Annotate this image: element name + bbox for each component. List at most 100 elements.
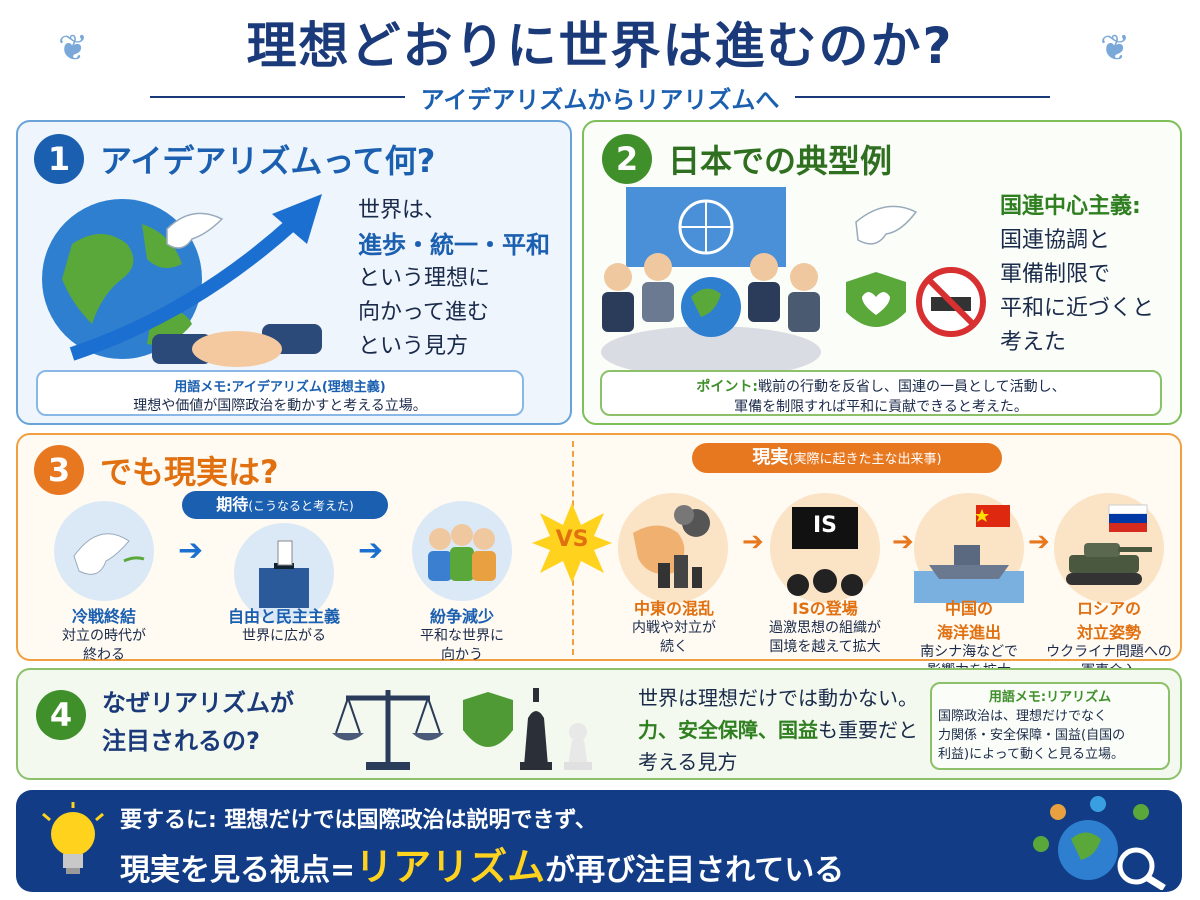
section-4-panel: 4 なぜリアリズムが 注目されるの? 世界は理想だけでは動かない。 力、安 (16, 668, 1182, 780)
section-1-term-note: 用語メモ:アイデアリズム(理想主義) 理想や価値が国際政治を動かすと考える立場。 (36, 370, 524, 416)
realism-symbols-illustration (332, 688, 592, 770)
chess-pieces-icon (520, 688, 592, 770)
s4-line-3: 考える見方 (638, 750, 738, 774)
section-2-point-note: ポイント:戦前の行動を反省し、国連の一員として活動し、 軍備を制限すれば平和に貢… (600, 370, 1162, 416)
item-5-desc-1: 過激思想の組織が (769, 620, 881, 636)
section-3-panel: 3 でも現実は? 期待(こうなると考えた) 現実(実際に起きた主な出来事) 冷戦… (16, 433, 1182, 679)
s1-line-3: という理想に (358, 266, 491, 291)
section-2-heading: 日本での典型例 (668, 142, 893, 180)
subtitle-bar: アイデアリズムからリアリズムへ (150, 80, 1050, 114)
handshake-icon (192, 331, 282, 367)
s4-note-line-2: 力関係・安全保障・国益(自国の (938, 728, 1126, 743)
summary-line-1: 要するに: 理想だけでは国際政治は説明できず、 (120, 808, 597, 833)
s2-line-5: 考えた (1000, 330, 1067, 355)
russia-tank-icon (1066, 504, 1152, 585)
ballot-box-icon (259, 540, 309, 608)
balance-scale-icon (332, 690, 444, 770)
item-4-desc-2: 続く (660, 639, 688, 655)
dove-olive-icon (73, 533, 145, 575)
s4-note-line-1: 国際政治は、理想だけでなく (938, 709, 1108, 724)
is-flag-crowd-icon (787, 507, 863, 596)
expectation-badge-sub: (こうなると考えた) (248, 499, 354, 513)
leaf-decoration-right-icon: ❦ (1100, 28, 1131, 69)
summary-realism-highlight: リアリズム (355, 845, 546, 889)
reality-arrow-3-icon: ➔ (1028, 527, 1050, 557)
item-1-title: 冷戦終結 (71, 607, 136, 626)
delegate-2-icon (644, 253, 672, 281)
china-warship-icon (914, 505, 1024, 603)
section-4-term-note: 用語メモ:リアリズム 国際政治は、理想だけでなく 力関係・安全保障・国益(自国の… (930, 682, 1170, 770)
section-1-heading: アイデアリズムって何? (100, 142, 436, 180)
global-network-magnifier-icon (1033, 796, 1166, 890)
expect-arrow-2-icon: ➔ (358, 533, 384, 568)
leaf-decoration-left-icon: ❦ (58, 28, 89, 69)
item-is: ISの登場 過激思想の組織が 国境を越えて拡大 (755, 595, 895, 657)
s1-note-text: 理想や価値が国際政治を動かすと考える立場。 (133, 398, 427, 414)
section-1-number: 1 (34, 134, 84, 184)
s1-line-5: という見方 (358, 334, 469, 359)
security-shield-icon (463, 692, 513, 747)
item-2-desc-1: 世界に広がる (242, 628, 326, 644)
s2-note-text-1: 戦前の行動を反省し、国連の一員として活動し、 (758, 379, 1066, 395)
s4-heading-1: なぜリアリズムが (102, 689, 294, 717)
section-4-number: 4 (36, 690, 86, 740)
middle-east-circle (618, 493, 728, 603)
dove-icon (166, 212, 224, 249)
item-5-title: ISの登場 (792, 599, 858, 618)
item-2-title: 自由と民主主義 (227, 607, 340, 626)
versus-label: VS (555, 527, 589, 552)
s4-line-1: 世界は理想だけでは動かない。 (638, 686, 918, 710)
s2-note-label: ポイント: (696, 379, 758, 395)
globe-dove-handshake-illustration (42, 194, 322, 367)
reality-badge-label: 現実 (752, 447, 789, 468)
reality-badge-sub: (実際に起きた主な出来事) (788, 452, 942, 467)
item-fewer-conflicts: 紛争減少 平和な世界に 向かう (392, 603, 532, 665)
section-3-heading: でも現実は? (100, 453, 279, 491)
delegate-1-icon (604, 263, 632, 291)
item-5-desc-2: 国境を越えて拡大 (769, 639, 881, 655)
reality-badge: 現実(実際に起きた主な出来事) (692, 443, 1002, 473)
s2-line-2: 国連協調と (1000, 228, 1111, 253)
summary-line-2c: が再び注目されている (545, 853, 845, 888)
middle-east-map-smoke-icon (633, 505, 710, 588)
page-subtitle: アイデアリズムからリアリズムへ (420, 85, 780, 114)
item-7-desc-1: ウクライナ問題への (1046, 644, 1172, 660)
item-7-title: ロシアの (1076, 599, 1141, 618)
delegate-4-icon (790, 263, 818, 291)
s1-line-2-highlight: 進歩・統一・平和 (358, 231, 550, 259)
lightbulb-icon (42, 802, 104, 874)
section-1-description: 世界は、 進歩・統一・平和 という理想に 向かって進む という見方 (358, 194, 550, 364)
expectation-badge: 期待(こうなると考えた) (182, 491, 388, 519)
china-circle (914, 493, 1024, 603)
item-1-desc-2: 終わる (83, 647, 125, 663)
s4-line-2-highlight: 力、安全保障、国益 (638, 718, 818, 742)
round-table-icon (601, 326, 821, 378)
s2-note-text-2: 軍備を制限すれば平和に貢献できると考えた。 (734, 399, 1028, 415)
is-flag-label: IS (812, 513, 838, 538)
s4-line-2-rest: も重要だと (818, 718, 918, 742)
subtitle-line-right (795, 96, 1050, 98)
delegate-3-icon (750, 253, 778, 281)
item-6-title-2: 海洋進出 (936, 623, 1001, 642)
summary-banner: 要するに: 理想だけでは国際政治は説明できず、 現実を見る視点=リアリズムが再び… (16, 790, 1182, 892)
fewer-conflicts-circle (412, 501, 512, 601)
democracy-circle (234, 523, 334, 623)
section-2-panel: 2 日本での典型例 国連中心主義: 国連協調と 軍備制限で 平和に近づくと 考え… (582, 120, 1182, 425)
item-cold-war-end: 冷戦終結 対立の時代が 終わる (34, 603, 174, 665)
rising-arrow-icon (69, 218, 297, 361)
section-4-description: 世界は理想だけでは動かない。 力、安全保障、国益も重要だと 考える見方 (638, 682, 918, 778)
expectation-badge-label: 期待 (216, 495, 249, 514)
cold-war-end-circle (54, 501, 154, 601)
peace-dove-icon (855, 205, 918, 245)
s1-note-title: 用語メモ:アイデアリズム(理想主義) (174, 380, 386, 395)
item-3-desc-1: 平和な世界に (420, 628, 504, 644)
s2-line-1-highlight: 国連中心主義: (1000, 194, 1141, 219)
un-meeting-illustration (601, 187, 986, 378)
item-1-desc-1: 対立の時代が (62, 628, 146, 644)
item-3-desc-2: 向かう (441, 647, 483, 663)
russia-circle (1054, 493, 1164, 603)
item-7-title-2: 対立姿勢 (1076, 623, 1141, 642)
summary-line-2: 現実を見る視点=リアリズムが再び注目されている (120, 836, 844, 891)
item-4-desc-1: 内戦や対立が (632, 620, 716, 636)
section-3-number: 3 (34, 445, 84, 495)
